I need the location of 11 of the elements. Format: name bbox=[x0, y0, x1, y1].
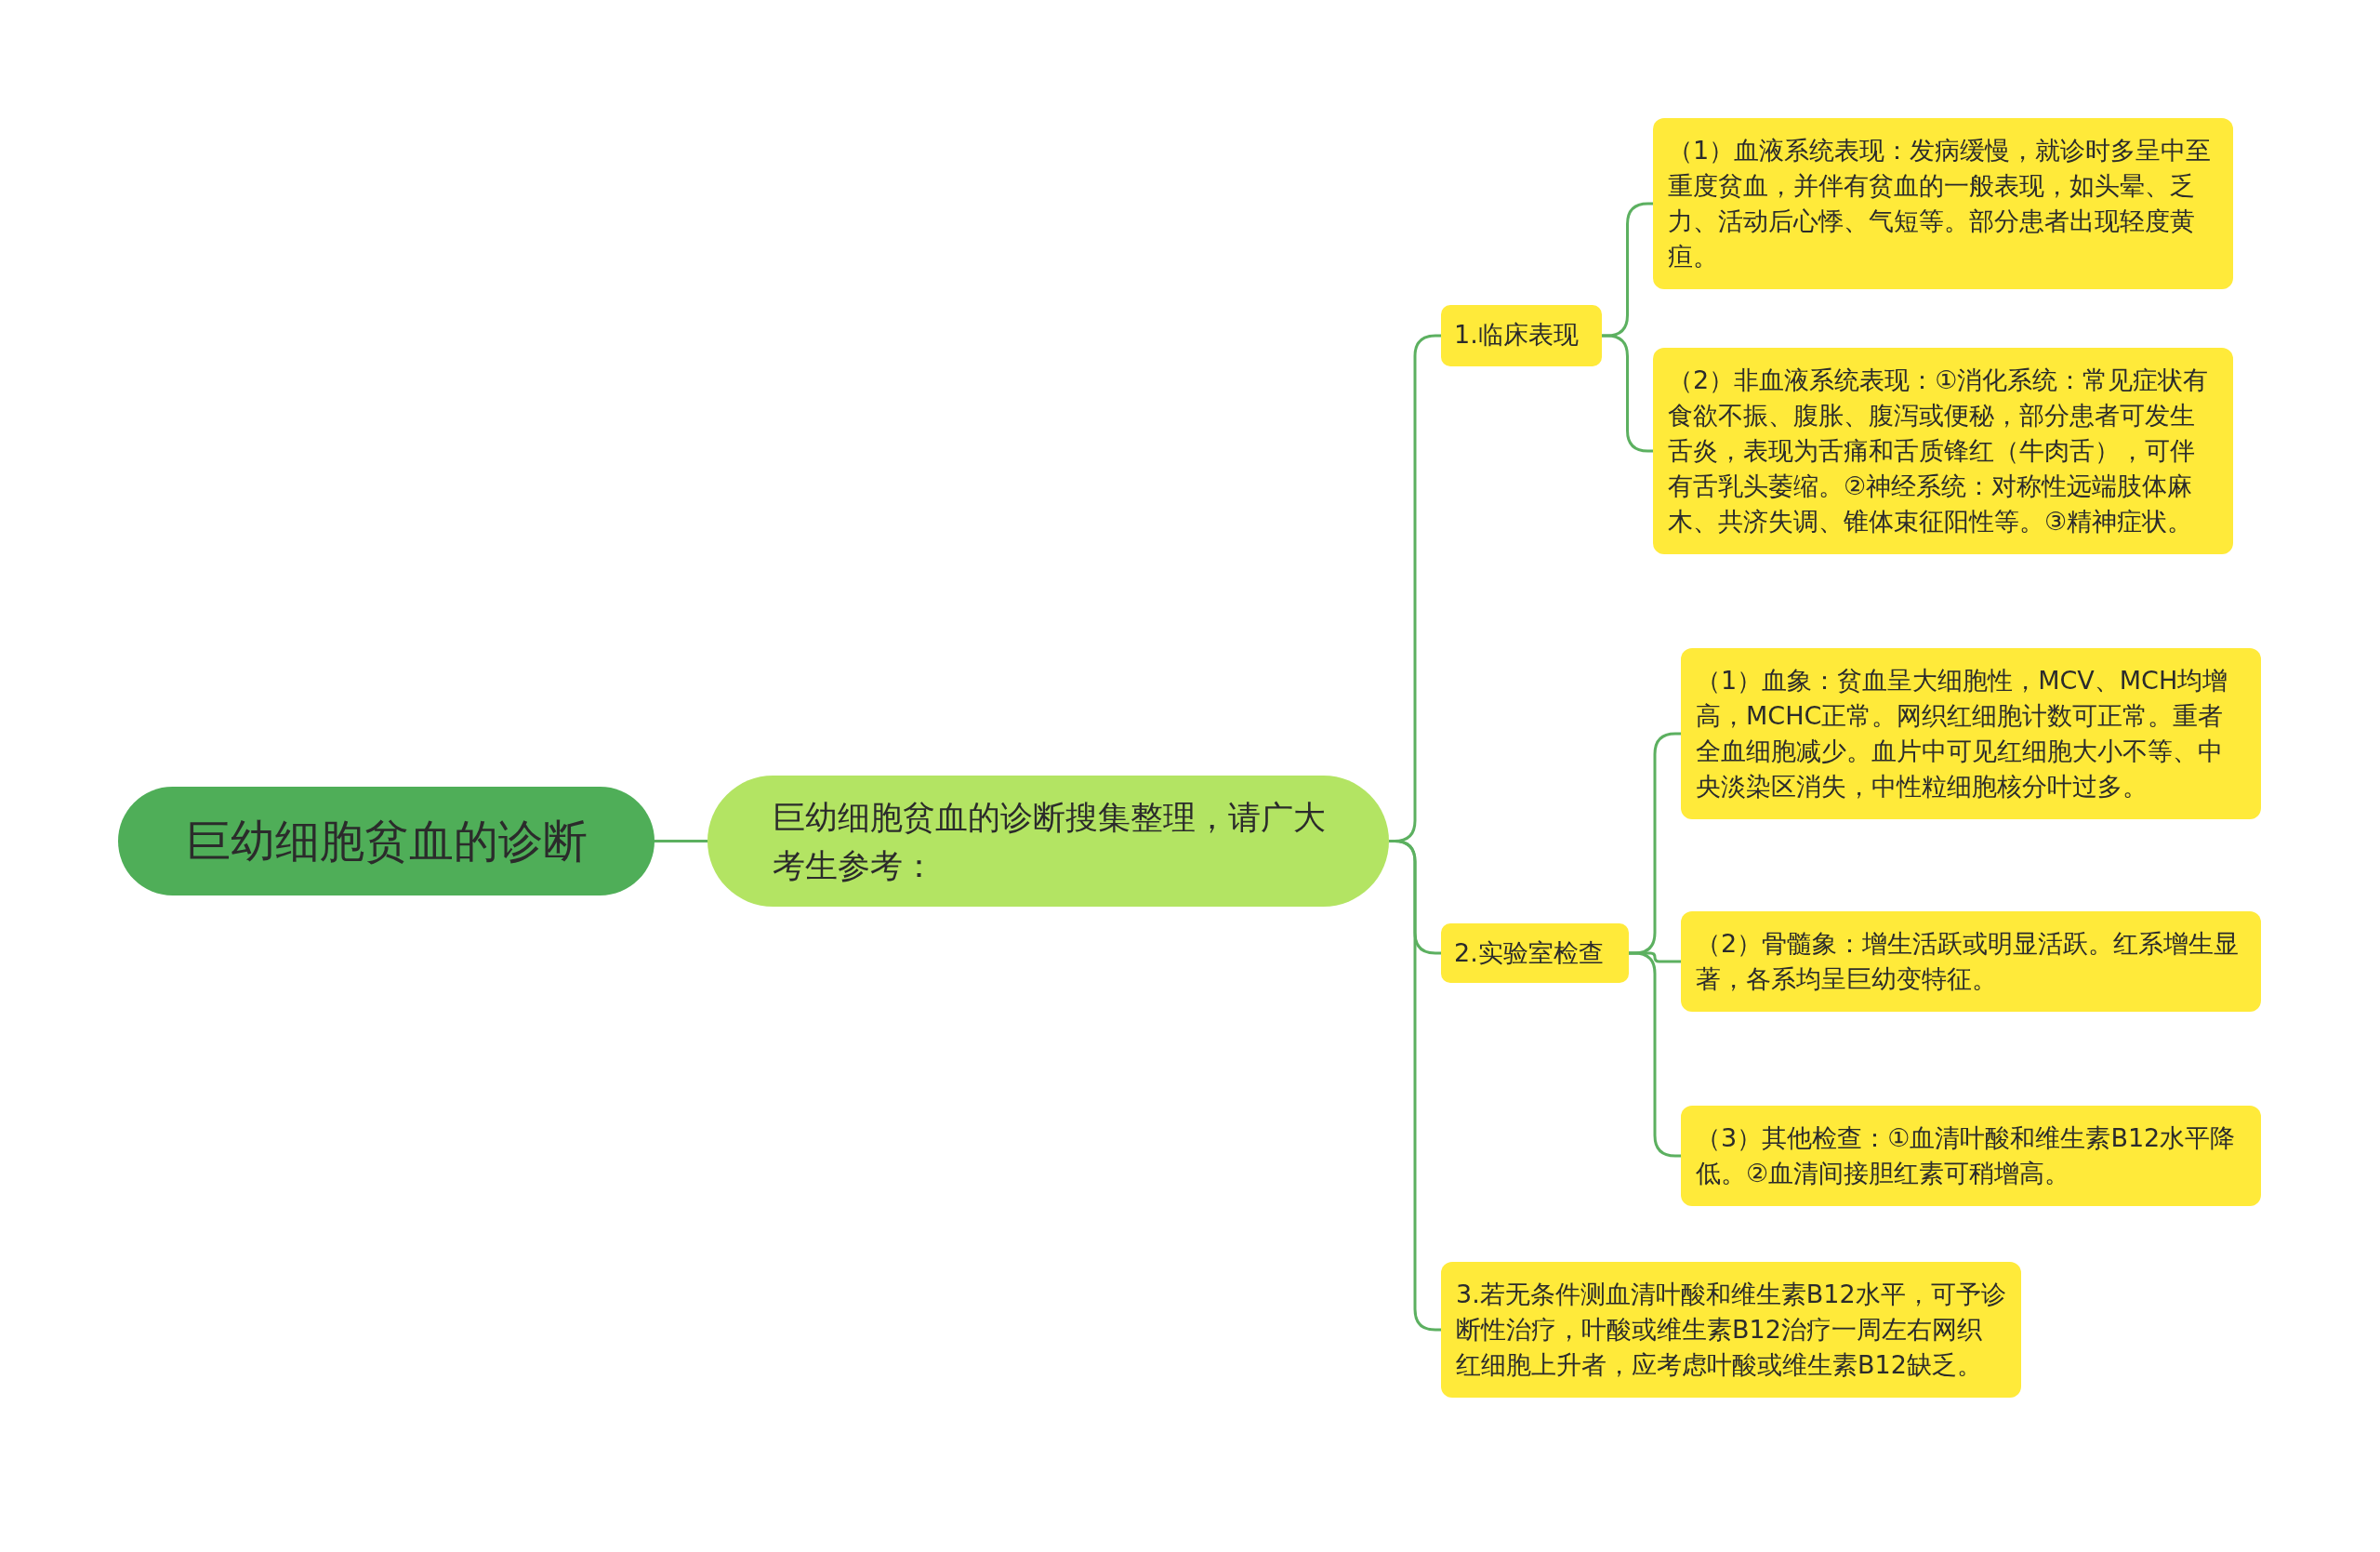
topic-box: 巨幼细胞贫血的诊断搜集整理，请广大考生参考： bbox=[707, 776, 1389, 907]
topic-box: （2）骨髓象：增生活跃或明显活跃。红系增生显著，各系均呈巨幼变特征。 bbox=[1681, 911, 2261, 1012]
topic-box: 3.若无条件测血清叶酸和维生素B12水平，可予诊断性治疗，叶酸或维生素B12治疗一周左右网织红细胞上升者，应考虑叶酸或维生素B12缺乏。 bbox=[1441, 1262, 2021, 1398]
topic-box: 1.临床表现 bbox=[1441, 305, 1602, 366]
topic-box: （3）其他检查：①血清叶酸和维生素B12水平降低。②血清间接胆红素可稍增高。 bbox=[1681, 1106, 2261, 1206]
topic-box: 2.实验室检查 bbox=[1441, 923, 1629, 983]
central-topic: 巨幼细胞贫血的诊断 bbox=[118, 787, 654, 895]
topic-box: （1）血象：贫血呈大细胞性，MCV、MCH均增高，MCHC正常。网织红细胞计数可正常。重者全血细胞减少。血片中可见红细胞大小不等、中央淡染区消失，中性粒细胞核分叶过多。 bbox=[1681, 648, 2261, 819]
topic-box: （2）非血液系统表现：①消化系统：常见症状有食欲不振、腹胀、腹泻或便秘，部分患者可发生舌炎，表现为舌痛和舌质锋红（牛肉舌），可伴有舌乳头萎缩。②神经系统：对称性远端肢体麻木、共济失调、锥体束征阳性等。③精神症状。 bbox=[1653, 348, 2233, 554]
topic-box: （1）血液系统表现：发病缓慢，就诊时多呈中至重度贫血，并伴有贫血的一般表现，如头晕、乏力、活动后心悸、气短等。部分患者出现轻度黄疸。 bbox=[1653, 118, 2233, 289]
connector-line bbox=[654, 840, 707, 842]
